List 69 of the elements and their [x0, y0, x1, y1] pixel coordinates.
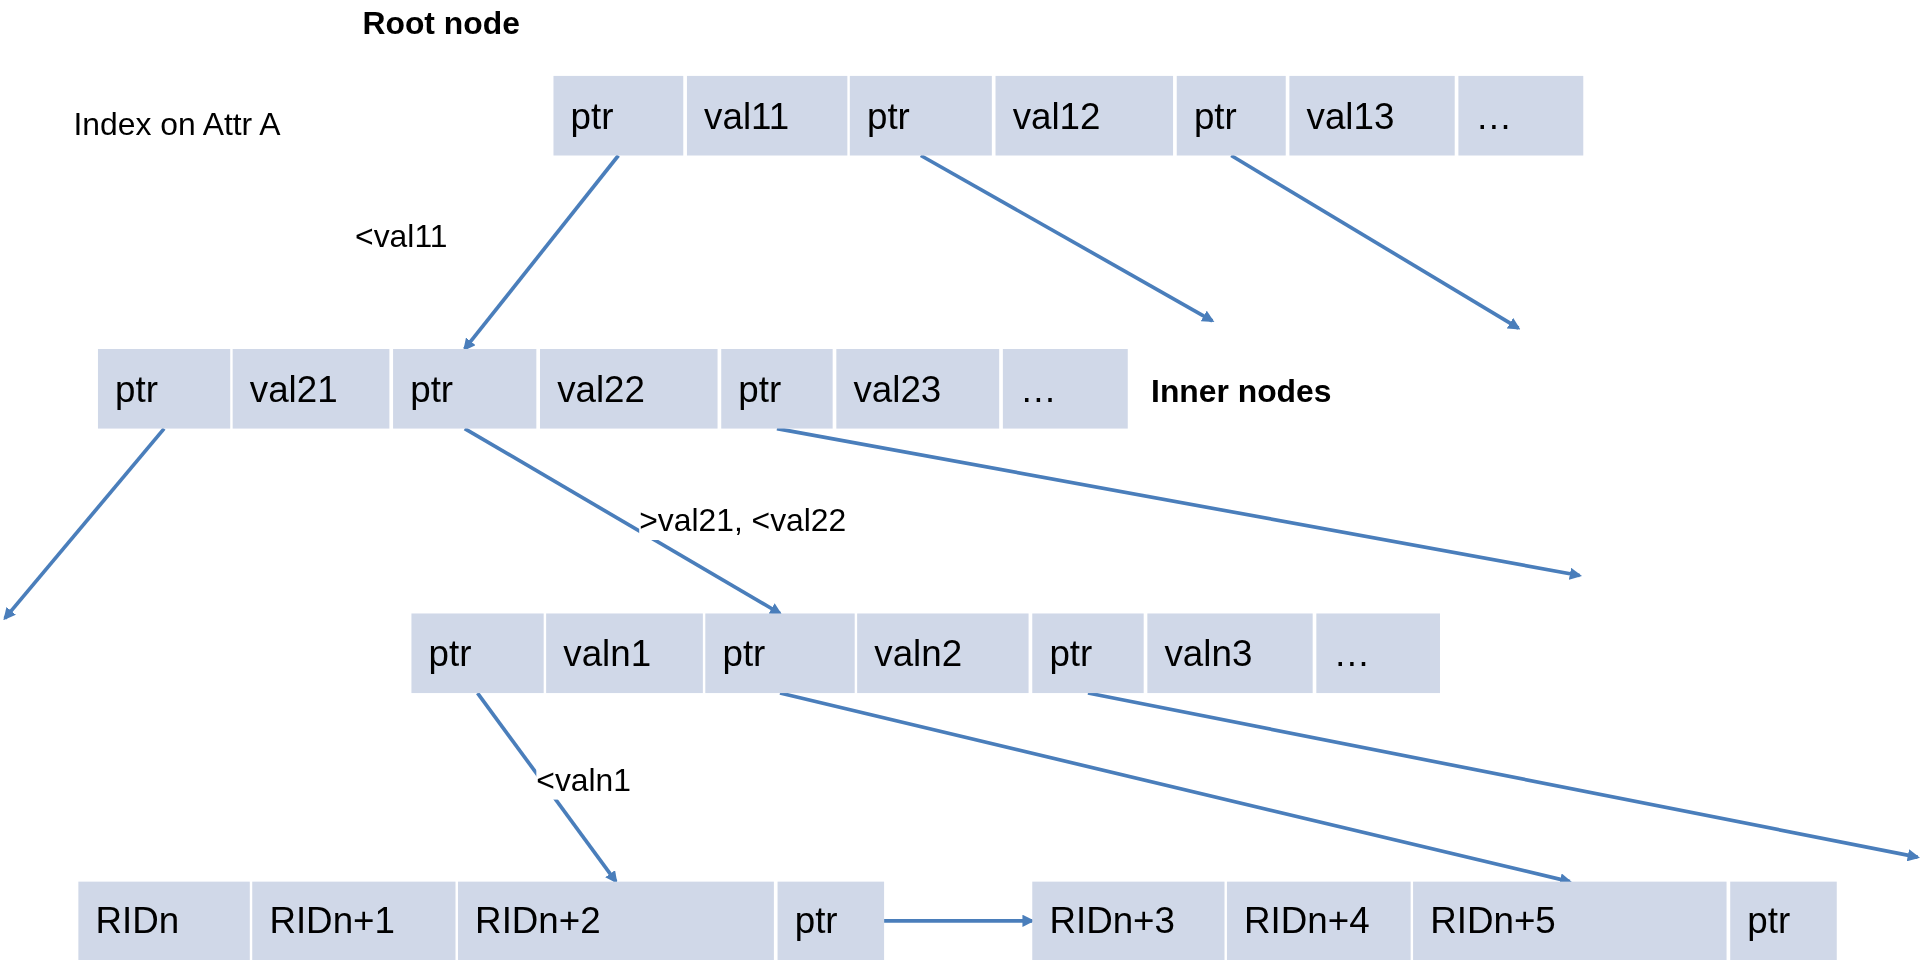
heading-label: Root node — [362, 4, 520, 43]
cell-text: ptr — [1193, 94, 1237, 137]
index-cell — [1032, 881, 1225, 960]
cell-text: ptr — [866, 94, 910, 137]
index-cell — [546, 613, 703, 694]
index-cell — [1316, 613, 1440, 694]
index-cell — [1413, 881, 1727, 960]
index-cell — [393, 349, 537, 429]
index-cell — [457, 881, 774, 960]
index-cell — [857, 613, 1029, 694]
cell-text: valn3 — [1164, 632, 1253, 675]
cell-text: val22 — [557, 367, 645, 410]
cell-text: RIDn+5 — [1430, 900, 1556, 942]
cell-text: … — [1020, 367, 1057, 410]
cell-text: ptr — [410, 367, 454, 410]
cell-text: val11 — [704, 94, 790, 137]
cell-text: ptr — [1049, 632, 1093, 675]
cell-text: … — [1475, 94, 1513, 137]
cell-text: ptr — [428, 632, 472, 675]
cell-text: val21 — [249, 367, 338, 410]
index-cell — [686, 75, 848, 156]
index-cell — [705, 613, 855, 694]
index-cell — [97, 349, 231, 429]
cell-text: ptr — [722, 632, 766, 675]
arrow — [3, 427, 166, 621]
cell-text: ptr — [115, 367, 158, 410]
cell-text: RIDn+2 — [475, 900, 601, 942]
index-cell — [777, 881, 885, 960]
index-cell — [252, 881, 456, 960]
cell-text: valn2 — [874, 632, 963, 675]
index-cell — [78, 881, 250, 960]
index-cell — [1730, 881, 1837, 960]
index-cell — [1289, 75, 1455, 156]
cell-text: ptr — [794, 900, 838, 942]
cell-text: RIDn+3 — [1049, 900, 1175, 942]
index-cell — [849, 75, 992, 156]
arrow — [1087, 691, 1920, 862]
cell-text: ptr — [738, 367, 782, 410]
note-text: Index on Attr A — [73, 105, 281, 144]
index-cell — [411, 613, 544, 694]
index-cell — [1458, 75, 1584, 156]
cell-text: valn1 — [563, 632, 652, 675]
arrow — [919, 153, 1215, 323]
index-cell — [995, 75, 1174, 156]
index-cell — [1002, 349, 1128, 429]
index-cell — [836, 349, 1000, 429]
index-cell — [553, 75, 684, 156]
index-cell — [721, 349, 833, 429]
cell-text: ptr — [570, 94, 614, 137]
cell-text: ptr — [1747, 900, 1791, 942]
arrow — [776, 426, 1582, 580]
index-cell — [232, 349, 390, 429]
index-cell — [540, 349, 718, 429]
cell-text: RIDn+4 — [1244, 900, 1370, 942]
index-cell — [1176, 75, 1286, 156]
index-cell — [1032, 613, 1144, 694]
arrow — [463, 154, 620, 351]
heading-label: Inner nodes — [1151, 372, 1332, 411]
arrow — [476, 691, 618, 884]
arrow — [463, 427, 783, 616]
cell-text: … — [1333, 632, 1371, 675]
cell-text: val13 — [1306, 94, 1395, 137]
arrow — [1230, 153, 1521, 330]
cell-text: RIDn — [95, 900, 180, 942]
cell-text: RIDn+1 — [269, 900, 395, 942]
index-cell — [1226, 881, 1411, 960]
cell-text: val23 — [853, 367, 942, 410]
cell-text: val12 — [1012, 94, 1101, 137]
index-cell — [1147, 613, 1313, 694]
